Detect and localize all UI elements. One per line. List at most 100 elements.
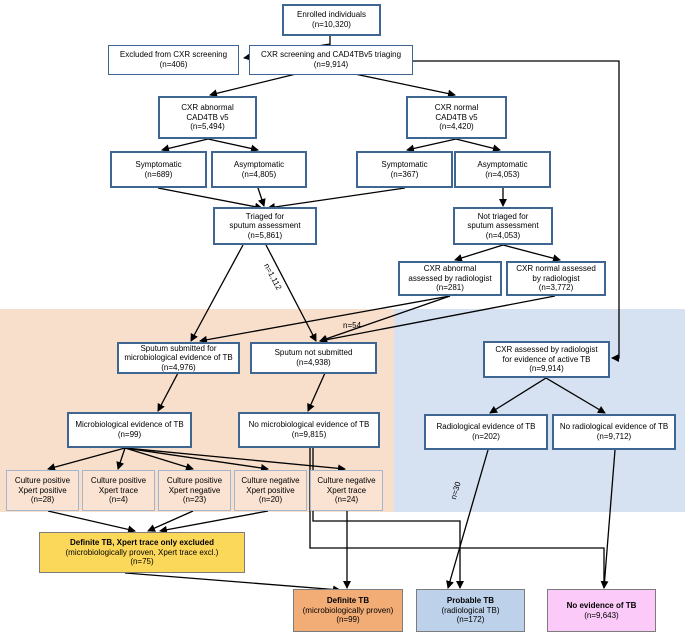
- triaged-label: Triaged for: [245, 211, 285, 221]
- normal-asymptomatic-label: Asymptomatic: [477, 159, 528, 169]
- cxr-normal-count: (n=4,420): [439, 122, 474, 132]
- cn-xt-label: Culture negative: [317, 476, 376, 486]
- normal-asymptomatic-count: (n=4,053): [485, 169, 520, 179]
- cn-xp-count: (n=20): [258, 495, 283, 505]
- normal-symptomatic-count: (n=367): [390, 169, 419, 179]
- cp-xt-label: Culture positive: [90, 476, 147, 486]
- cxr-screening-count: (n=9,914): [313, 60, 349, 69]
- no-microbiological-evidence-box: No microbiological evidence of TB(n=9,81…: [238, 412, 380, 448]
- cp-xt-count: (n=4): [109, 495, 128, 505]
- no-radiological-evidence-label: No radiological evidence of TB: [559, 422, 669, 432]
- probable-tb-label: Probable TB: [446, 596, 495, 606]
- abnormal-asymptomatic-box: Asymptomatic(n=4,805): [211, 151, 307, 188]
- cn-xp-sub: Xpert positive: [246, 485, 295, 495]
- no-evidence-count: (n=9,643): [584, 610, 619, 620]
- cxr-abnormal-sub: CAD4TB v5: [186, 112, 229, 122]
- sputum-submitted-label: Sputum submitted for: [140, 343, 217, 353]
- microbiological-evidence-count: (n=99): [117, 430, 142, 439]
- radiological-evidence-label: Radiological evidence of TB: [436, 422, 536, 432]
- cp-xn-count: (n=23): [182, 495, 207, 505]
- definite-tb-label: Definite TB: [326, 596, 370, 606]
- radiologist-abnormal-label: CXR abnormal: [423, 264, 477, 274]
- normal-symptomatic-box: Symptomatic(n=367): [356, 151, 453, 188]
- microbiological-evidence-label: Microbiological evidence of TB: [75, 420, 184, 430]
- radiologist-normal-sub: by radiologist: [532, 273, 580, 283]
- radiologist-abnormal-count: (n=281): [436, 283, 464, 293]
- cxr-radiologist-active-label: CXR assessed by radiologist: [495, 345, 598, 355]
- cxr-radiologist-active-sub: for evidence of active TB: [502, 354, 591, 364]
- cn-xt-sub: Xpert trace: [326, 485, 367, 495]
- not-triaged-sub: sputum assessment: [467, 221, 539, 231]
- probable-tb-box: Probable TB(radiological TB)(n=172): [416, 589, 525, 632]
- definite-tb-trace-excluded-count: (n=75): [130, 557, 154, 567]
- not-triaged-count: (n=4,053): [485, 230, 521, 240]
- edge-label-54: n=54: [343, 321, 362, 330]
- cxr-abnormal-label: CXR abnormal: [181, 103, 234, 113]
- sputum-not-submitted-label: Sputum not submitted: [274, 348, 353, 358]
- no-microbiological-evidence-label: No microbiological evidence of TB: [248, 420, 370, 430]
- enrolled-label: Enrolled individuals: [297, 10, 366, 20]
- enrolled-individuals-box: Enrolled individuals(n=10,320): [282, 4, 381, 36]
- no-evidence-label: No evidence of TB: [566, 600, 637, 610]
- definite-tb-count: (n=99): [336, 615, 360, 625]
- cxr-normal-sub: CAD4TB v5: [435, 112, 478, 122]
- probable-tb-count: (n=172): [456, 615, 485, 625]
- cn-xp-label: Culture negative: [241, 476, 300, 486]
- cxr-screening-label: CXR screening and CAD4TBv5 triaging: [260, 50, 402, 60]
- cp-xn-sub: Xpert negative: [168, 485, 221, 495]
- cxr-abnormal-count: (n=5,494): [190, 122, 225, 132]
- cxr-normal-label: CXR normal: [434, 103, 479, 113]
- abnormal-asymptomatic-label: Asymptomatic: [233, 159, 285, 169]
- sputum-not-submitted-count: (n=4,938): [296, 358, 331, 367]
- sputum-submitted-sub: microbiological evidence of TB: [124, 353, 233, 363]
- no-evidence-box: No evidence of TB(n=9,643): [547, 589, 656, 632]
- abnormal-symptomatic-label: Symptomatic: [135, 159, 182, 169]
- cp-xp-sub: Xpert positive: [18, 485, 67, 495]
- definite-tb-trace-excluded-label: Definite TB, Xpert trace only excluded: [69, 538, 215, 548]
- cn-xt-count: (n=24): [334, 495, 359, 505]
- abnormal-symptomatic-box: Symptomatic(n=689): [110, 151, 207, 188]
- excluded-box: Excluded from CXR screening(n=406): [108, 45, 239, 75]
- cp-xn-label: Culture positive: [166, 476, 223, 486]
- radiological-evidence-box: Radiological evidence of TB(n=202): [424, 414, 548, 450]
- radiological-evidence-count: (n=202): [472, 432, 500, 441]
- radiologist-normal-count: (n=3,772): [538, 283, 574, 293]
- cxr-radiologist-active-count: (n=9,914): [529, 364, 564, 374]
- definite-tb-trace-excluded-sub: (microbiologically proven, Xpert trace e…: [65, 547, 219, 557]
- triaged-sub: sputum assessment: [229, 221, 301, 231]
- radiologist-abnormal-sub: assessed by radiologist: [408, 273, 492, 283]
- definite-tb-box: Definite TB(microbiologically proven)(n=…: [293, 589, 403, 632]
- normal-symptomatic-label: Symptomatic: [381, 159, 428, 169]
- excluded-count: (n=406): [159, 60, 188, 69]
- probable-tb-sub: (radiological TB): [441, 605, 500, 615]
- enrolled-count: (n=10,320): [312, 20, 351, 29]
- triaged-count: (n=5,861): [247, 230, 283, 240]
- no-radiological-evidence-box: No radiological evidence of TB(n=9,712): [552, 414, 676, 450]
- definite-tb-trace-excluded-box: Definite TB, Xpert trace only excluded(m…: [39, 532, 245, 573]
- cxr-screening-box: CXR screening and CAD4TBv5 triaging(n=9,…: [249, 45, 413, 75]
- abnormal-symptomatic-count: (n=689): [144, 169, 173, 179]
- microbiological-evidence-box: Microbiological evidence of TB(n=99): [67, 412, 192, 448]
- excluded-label: Excluded from CXR screening: [119, 50, 228, 60]
- radiologist-normal-label: CXR normal assessed: [516, 264, 596, 274]
- definite-tb-sub: (microbiologically proven): [302, 605, 394, 615]
- sputum-submitted-count: (n=4,976): [161, 362, 196, 372]
- no-radiological-evidence-count: (n=9,712): [596, 432, 632, 441]
- cp-xp-count: (n=28): [30, 495, 55, 505]
- no-microbiological-evidence-count: (n=9,815): [291, 430, 327, 439]
